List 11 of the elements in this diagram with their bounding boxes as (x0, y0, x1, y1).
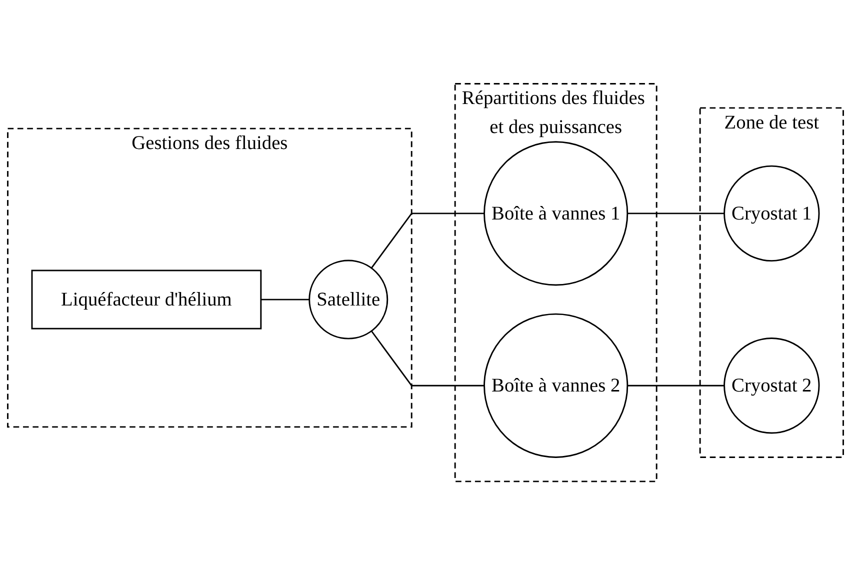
node-box: Liquéfacteur d'hélium (31, 270, 262, 330)
connector (627, 212, 724, 214)
connector (370, 212, 484, 268)
node-circle: Cryostat 1 (724, 165, 820, 262)
connector (260, 298, 310, 300)
connector (627, 384, 724, 386)
node-circle: Cryostat 2 (724, 337, 820, 434)
connector (370, 330, 484, 386)
node-circle: Satellite (308, 260, 388, 340)
node-circle: Boîte à vannes 2 (484, 313, 628, 458)
node-circle: Boîte à vannes 1 (484, 141, 628, 286)
